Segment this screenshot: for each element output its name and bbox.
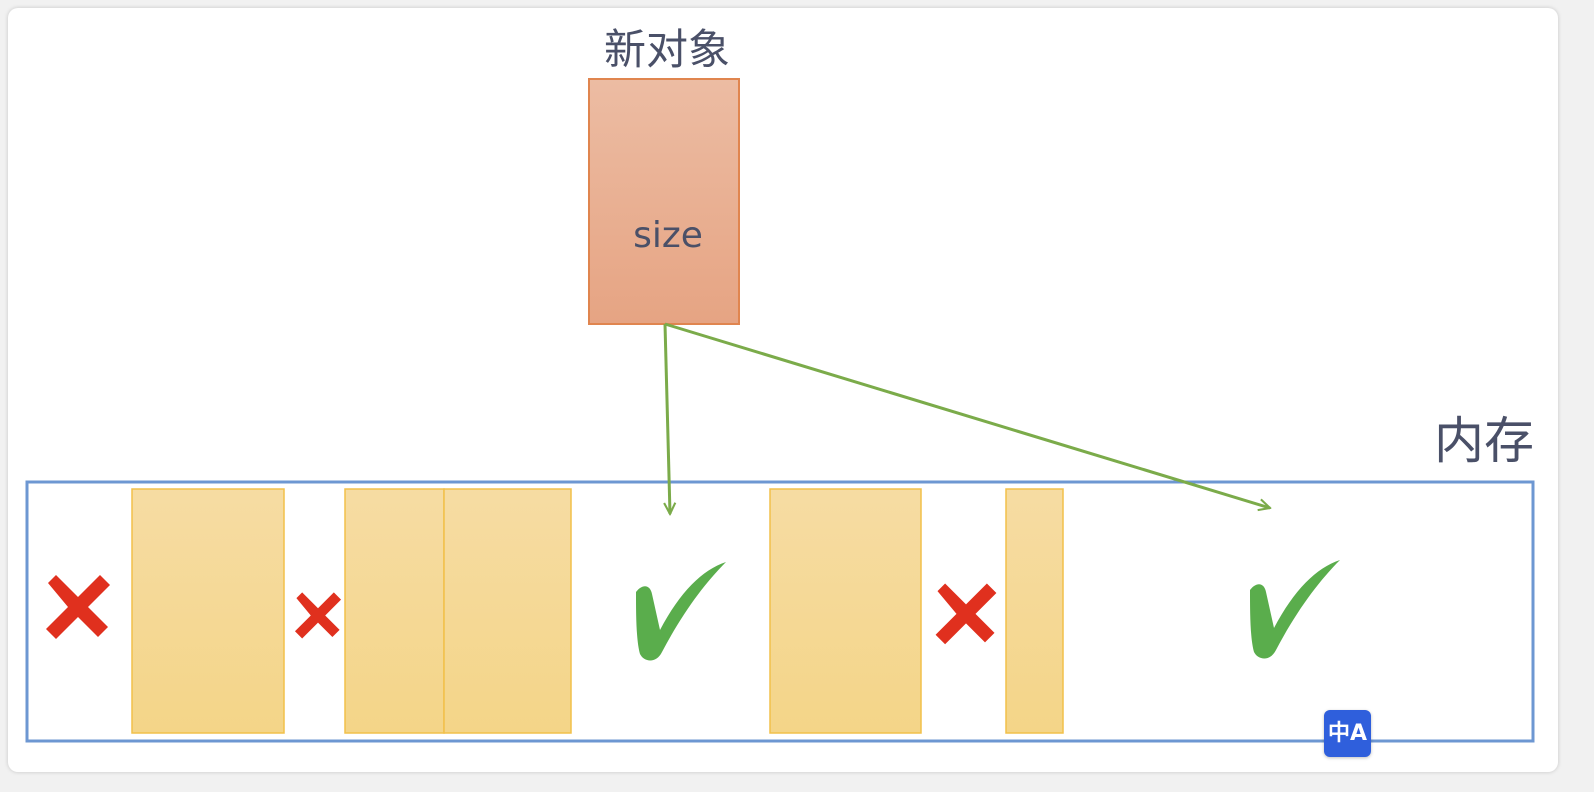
translate-icon[interactable]: 中A xyxy=(1324,710,1371,757)
memory-label: 内存 xyxy=(1434,412,1534,470)
occupied-block xyxy=(1005,488,1064,734)
cross-icon xyxy=(935,583,997,645)
new-object-label: 新对象 xyxy=(604,25,730,74)
check-icon xyxy=(636,562,726,661)
cross-icon xyxy=(294,592,342,639)
occupied-block xyxy=(769,488,922,734)
size-label: size xyxy=(633,215,703,256)
occupied-block xyxy=(131,488,285,734)
occupied-block xyxy=(443,488,572,734)
arrow-to-first-gap xyxy=(665,323,670,514)
new-object-box xyxy=(588,78,740,325)
check-icon xyxy=(1250,560,1340,659)
memory-container xyxy=(25,480,1535,743)
occupied-block xyxy=(344,488,445,734)
arrow-to-second-gap xyxy=(664,322,1270,508)
cross-icon xyxy=(46,575,110,639)
